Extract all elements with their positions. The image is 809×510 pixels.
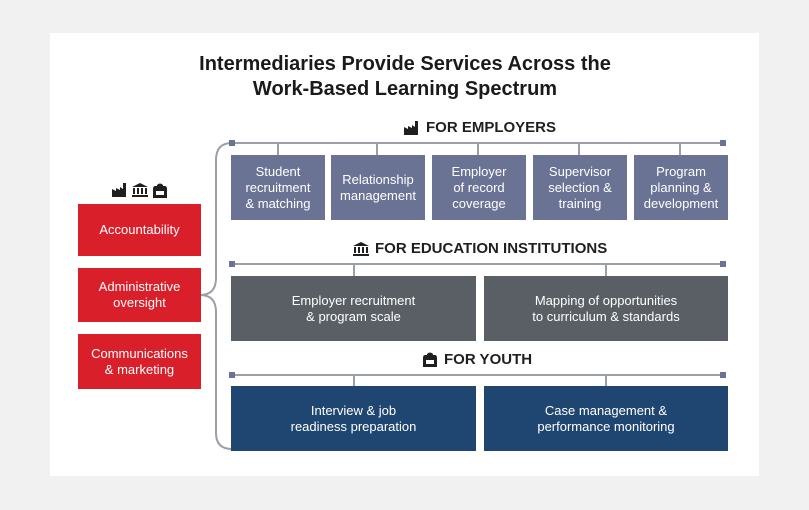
school-icon bbox=[132, 183, 148, 197]
factory-icon bbox=[112, 183, 126, 197]
cross-box-accountability: Accountability bbox=[78, 204, 201, 256]
cross-box-administrative-oversight: Administrative oversight bbox=[78, 268, 201, 322]
backpack-icon bbox=[423, 352, 437, 367]
factory-icon bbox=[404, 120, 418, 135]
employer-box-student-recruitment: Student recruitment & matching bbox=[231, 155, 325, 220]
title-line-2: Work-Based Learning Spectrum bbox=[252, 78, 558, 100]
employer-box-employer-of-record: Employer of record coverage bbox=[432, 155, 526, 220]
employer-box-supervisor-selection: Supervisor selection & training bbox=[533, 155, 627, 220]
section-education-header: FOR EDUCATION INSTITUTIONS bbox=[353, 240, 607, 257]
section-employers-header: FOR EMPLOYERS bbox=[404, 119, 556, 136]
school-icon bbox=[353, 241, 369, 256]
section-youth-label: FOR YOUTH bbox=[444, 351, 533, 368]
employer-box-relationship-management: Relationship management bbox=[331, 155, 425, 220]
section-education-label: FOR EDUCATION INSTITUTIONS bbox=[375, 240, 608, 257]
diagram-title: Intermediaries Provide Services Across t… bbox=[130, 52, 680, 102]
education-box-employer-recruitment: Employer recruitment & program scale bbox=[231, 276, 476, 341]
section-employers-label: FOR EMPLOYERS bbox=[426, 119, 557, 136]
title-line-1: Intermediaries Provide Services Across t… bbox=[199, 53, 611, 75]
youth-box-interview-readiness: Interview & job readiness preparation bbox=[231, 386, 476, 451]
education-box-mapping-opportunities: Mapping of opportunities to curriculum &… bbox=[484, 276, 728, 341]
backpack-icon bbox=[153, 183, 167, 198]
cross-box-communications-marketing: Communications & marketing bbox=[78, 334, 201, 389]
employer-box-program-planning: Program planning & development bbox=[634, 155, 728, 220]
youth-box-case-management: Case management & performance monitoring bbox=[484, 386, 728, 451]
section-youth-header: FOR YOUTH bbox=[422, 351, 532, 368]
cross-cutting-icons bbox=[112, 183, 168, 198]
bracket-path bbox=[199, 142, 233, 450]
